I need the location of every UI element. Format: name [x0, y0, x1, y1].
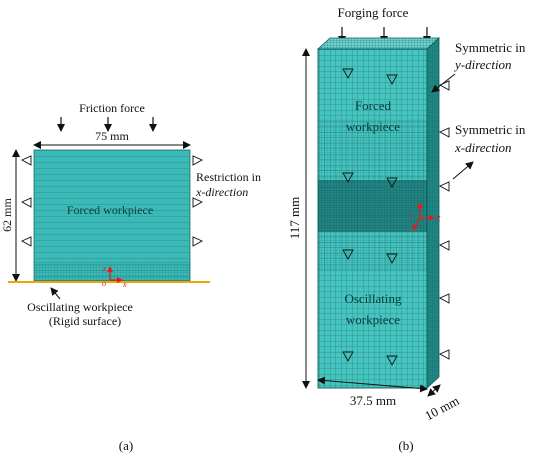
- symmetry-triangle-icon: [386, 253, 398, 264]
- symmetric-x-label-1: Symmetric in: [455, 122, 526, 137]
- restriction-triangles-left: [20, 155, 32, 247]
- forced-workpiece-label-2: workpiece: [346, 119, 400, 134]
- depth-dimension-line: [427, 384, 441, 397]
- friction-force-label: Friction force: [79, 101, 145, 115]
- symmetry-triangle-icon: [342, 68, 354, 79]
- oscillating-label-1: Oscillating workpiece: [27, 300, 133, 314]
- symmetry-triangles-side: [438, 80, 450, 360]
- caption-b: (b): [398, 438, 413, 453]
- restriction-triangles-right: [192, 155, 204, 247]
- symmetry-triangle-icon: [386, 355, 398, 366]
- width-dimension-line: [317, 376, 428, 393]
- y-axis-arrow: [412, 217, 421, 231]
- oscillating-workpiece-label-1: Oscillating: [344, 291, 402, 306]
- symmetry-triangle-icon: [342, 249, 354, 260]
- axis-o-label: o: [409, 210, 413, 219]
- forced-workpiece-label-1: Forced: [355, 98, 392, 113]
- block-top-mesh: [318, 38, 439, 49]
- transition-mesh-lower: [318, 232, 427, 272]
- restriction-triangle-icon: [20, 197, 32, 208]
- coordinate-axes-b: x o: [409, 202, 441, 231]
- restriction-label-1: Restriction in: [196, 170, 261, 184]
- axis-o-label: o: [102, 279, 106, 288]
- width-dimension-label: 37.5 mm: [350, 393, 396, 408]
- fine-mesh-lines: [318, 180, 427, 232]
- restriction-triangle-icon: [20, 155, 32, 166]
- symmetry-triangle-icon: [438, 240, 450, 251]
- symmetry-triangle-icon: [438, 349, 450, 360]
- axis-z-label: z: [102, 264, 107, 273]
- mesh-fine-zone: [34, 262, 190, 281]
- panel-b: Forging force: [287, 5, 526, 453]
- workpiece-3d: [316, 37, 441, 389]
- restriction-triangle-icon: [192, 236, 204, 247]
- restriction-label-2: x-direction: [195, 185, 248, 199]
- symmetric-y-label-2: y-direction: [453, 57, 512, 72]
- symmetry-triangle-icon: [342, 172, 354, 183]
- oscillating-leader-arrow: [50, 287, 61, 300]
- width-dimension-label: 75 mm: [95, 129, 129, 143]
- caption-a: (a): [119, 438, 133, 453]
- symmetry-triangle-icon: [342, 351, 354, 362]
- symmetric-y-leader-arrow: [431, 73, 456, 93]
- symmetric-x-label-2: x-direction: [454, 140, 512, 155]
- symmetry-triangles-front: [342, 68, 398, 366]
- forced-workpiece-label: Forced workpiece: [67, 203, 153, 217]
- panel-a: Friction force 75 mm Forced workpiece 62…: [0, 101, 261, 453]
- height-dimension-label: 117 mm: [287, 197, 302, 240]
- symmetry-triangle-icon: [438, 293, 450, 304]
- axis-x-label: x: [122, 280, 127, 289]
- restriction-triangle-icon: [192, 197, 204, 208]
- block-side-mesh: [427, 38, 439, 388]
- symmetry-triangle-icon: [386, 74, 398, 85]
- mesh-lines: [34, 150, 190, 281]
- symmetric-y-label-1: Symmetric in: [455, 40, 526, 55]
- oscillating-workpiece-label-2: workpiece: [346, 312, 400, 327]
- symmetric-x-leader-arrow: [452, 161, 474, 180]
- depth-dimension-label: 10 mm: [422, 393, 461, 423]
- coordinate-axes-a: z o x: [102, 264, 127, 289]
- restriction-triangle-icon: [20, 236, 32, 247]
- restriction-triangle-icon: [192, 155, 204, 166]
- forging-force-label: Forging force: [338, 5, 409, 20]
- transition-mesh-upper: [318, 118, 427, 180]
- symmetry-triangle-icon: [438, 181, 450, 192]
- symmetry-triangle-icon: [386, 177, 398, 188]
- symmetry-triangle-icon: [438, 80, 450, 91]
- oscillating-label-2: (Rigid surface): [49, 314, 121, 328]
- height-dimension-label: 62 mm: [0, 198, 14, 232]
- axis-x-label: x: [435, 213, 441, 224]
- symmetry-triangle-icon: [438, 127, 450, 138]
- friction-force-arrows: [57, 117, 157, 132]
